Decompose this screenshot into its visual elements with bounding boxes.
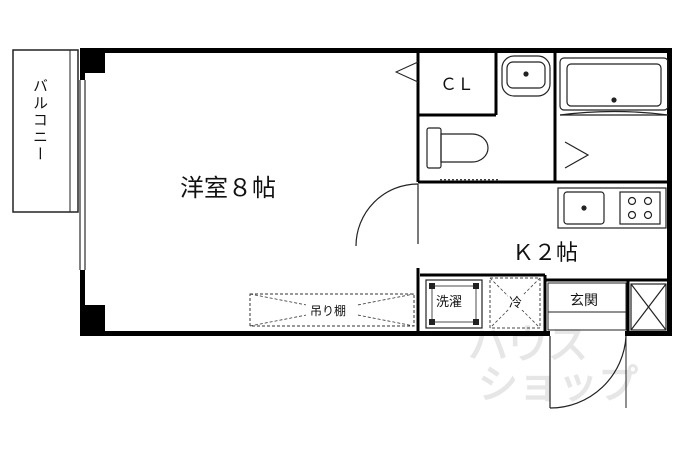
- western-room-label: 洋室８帖: [180, 174, 276, 202]
- closet: ＣＬ: [394, 61, 474, 95]
- closet-label: ＣＬ: [440, 75, 474, 95]
- fridge-label: 冷: [509, 296, 522, 311]
- washbasin: [501, 55, 551, 97]
- entrance-label: 玄関: [570, 292, 598, 309]
- interior-walls: [416, 53, 670, 333]
- bathtub: [559, 57, 669, 169]
- watermark-line-2: ショップ: [478, 362, 638, 408]
- laundry-label: 洗濯: [436, 295, 462, 310]
- western-room-door: [355, 183, 419, 247]
- laundry-space: 洗濯: [425, 279, 483, 329]
- hanging-shelf-label: 吊り棚: [310, 303, 346, 318]
- entrance-door: [549, 335, 627, 409]
- balcony: バルコニー: [12, 49, 79, 213]
- shoe-cabinet: [630, 283, 667, 331]
- toilet: [426, 127, 489, 169]
- balcony-label: バルコニー: [31, 78, 49, 163]
- kitchen-counter: [557, 187, 667, 229]
- hanging-shelf: 吊り棚: [249, 293, 415, 327]
- fridge-space: 冷: [489, 277, 541, 329]
- outer-walls: [79, 48, 672, 336]
- entrance: 玄関: [547, 282, 627, 331]
- kitchen-label: Ｋ２帖: [512, 241, 578, 266]
